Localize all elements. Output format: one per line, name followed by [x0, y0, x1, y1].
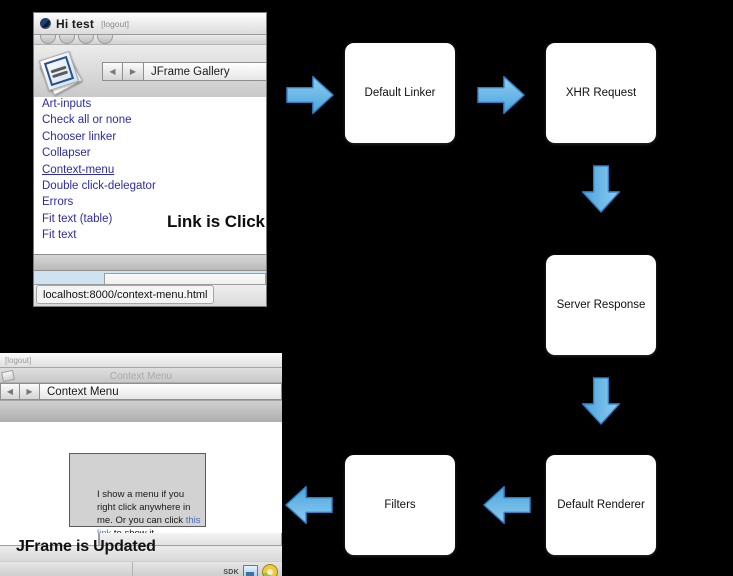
- greeting-label: Hi test: [56, 16, 95, 31]
- flow-node-server-response: Server Response: [546, 255, 656, 355]
- arrow-renderer-to-filters-icon: [483, 482, 531, 528]
- status-bar: localhost:8000/context-menu.html: [34, 284, 266, 306]
- bottom-forward-button[interactable]: ▶: [20, 383, 40, 400]
- flow-node-label: Filters: [384, 499, 416, 511]
- instructions-text-before: I show a menu if you right click anywher…: [97, 489, 191, 526]
- logout-link[interactable]: [logout]: [101, 18, 129, 29]
- bottom-logout-link[interactable]: [logout]: [5, 355, 32, 365]
- gallery-title-field[interactable]: JFrame Gallery: [144, 62, 266, 81]
- gallery-navigation[interactable]: ◀ ▶ JFrame Gallery: [102, 62, 266, 81]
- context-menu-window[interactable]: [logout] Context Menu ◀ ▶ Context Menu I…: [0, 353, 282, 576]
- flow-node-xhr-request: XHR Request: [546, 43, 656, 143]
- bottom-split-cell-left: [0, 533, 99, 545]
- small-document-icon: [1, 369, 15, 382]
- link-chooser-linker[interactable]: Chooser linker: [42, 130, 117, 143]
- gallery-toolbar: ◀ ▶ JFrame Gallery: [34, 45, 266, 98]
- link-fit-text[interactable]: Fit text: [42, 229, 77, 242]
- app-logo-icon: [40, 18, 51, 29]
- toolbar-divider: [34, 254, 266, 271]
- toolbar-orb-button-2[interactable]: [59, 35, 75, 44]
- progress-strip: [34, 271, 266, 295]
- link-check-all-or-none[interactable]: Check all or none: [42, 114, 132, 127]
- flow-node-label: Default Linker: [364, 87, 436, 99]
- context-menu-target-box[interactable]: I show a menu if you right click anywher…: [69, 453, 206, 539]
- link-collapser[interactable]: Collapser: [42, 147, 91, 160]
- bottom-back-button[interactable]: ◀: [0, 383, 20, 400]
- bottom-navigation[interactable]: ◀ ▶ Context Menu: [0, 383, 282, 401]
- toolbar-orb-button-4[interactable]: [97, 35, 113, 44]
- back-button[interactable]: ◀: [102, 62, 123, 81]
- sdk-label: SDK: [223, 568, 239, 576]
- bottom-split-cell-right: [99, 533, 282, 545]
- bottom-toolbar-pad: [0, 401, 282, 425]
- arrow-server-to-renderer-icon: [578, 377, 624, 425]
- link-clicked-message: Link is Click: [167, 212, 265, 231]
- link-art-inputs[interactable]: Art-inputs: [42, 98, 92, 110]
- sdk-document-icon[interactable]: [243, 565, 258, 576]
- toolbar-button-row[interactable]: [34, 35, 266, 45]
- bottom-page-content: I show a menu if you right click anywher…: [0, 422, 282, 539]
- back-arrow-icon: ◀: [109, 66, 116, 76]
- arrow-into-default-linker-icon: [286, 72, 334, 118]
- sdk-swirl-icon[interactable]: [262, 564, 278, 576]
- toolbar-orb-button-1[interactable]: [40, 35, 56, 44]
- forward-arrow-icon: ▶: [129, 66, 137, 76]
- bottom-forward-arrow-icon: ▶: [26, 386, 33, 396]
- forward-button[interactable]: ▶: [123, 62, 144, 81]
- flow-node-filters: Filters: [345, 455, 455, 555]
- toolbar-orb-button-3[interactable]: [78, 35, 94, 44]
- bottom-split-row: [0, 533, 282, 545]
- flow-node-label: Server Response: [556, 299, 646, 311]
- document-stack-icon: [38, 50, 83, 96]
- bottom-sdk-bar: SDK: [0, 561, 282, 576]
- link-fit-text-table[interactable]: Fit text (table): [42, 212, 113, 225]
- bottom-back-arrow-icon: ◀: [6, 386, 14, 396]
- arrow-out-of-filters-icon: [285, 482, 333, 528]
- link-errors[interactable]: Errors: [42, 196, 74, 209]
- link-context-menu[interactable]: Context-menu: [42, 163, 115, 176]
- flow-node-default-linker: Default Linker: [345, 43, 455, 143]
- flow-node-label: Default Renderer: [557, 499, 645, 511]
- bottom-page-title-field[interactable]: Context Menu: [40, 383, 282, 400]
- jframe-updated-message: JFrame is Updated: [16, 538, 156, 555]
- flow-node-label: XHR Request: [565, 87, 637, 99]
- arrow-linker-to-xhr-icon: [477, 72, 525, 118]
- sdk-tray[interactable]: SDK: [223, 564, 278, 576]
- link-double-click-delegator[interactable]: Double click-delegator: [42, 180, 156, 193]
- jframe-gallery-window[interactable]: Hi test [logout] ◀ ▶ JFrame Gallery Art-…: [33, 12, 267, 307]
- bottom-app-header-bar: [logout]: [0, 353, 282, 368]
- app-header-bar: Hi test [logout]: [34, 13, 266, 35]
- demo-link-list[interactable]: Art-inputs Check all or none Chooser lin…: [34, 97, 266, 256]
- bottom-window-titlebar: Context Menu: [0, 368, 282, 383]
- bottom-window-title: Context Menu: [109, 371, 173, 382]
- sdk-bar-separator: [132, 562, 133, 576]
- arrow-xhr-to-server-icon: [578, 165, 624, 213]
- flow-node-default-renderer: Default Renderer: [546, 455, 656, 555]
- bottom-window-chrome: SDK: [0, 533, 282, 576]
- status-url-tooltip: localhost:8000/context-menu.html: [36, 285, 215, 304]
